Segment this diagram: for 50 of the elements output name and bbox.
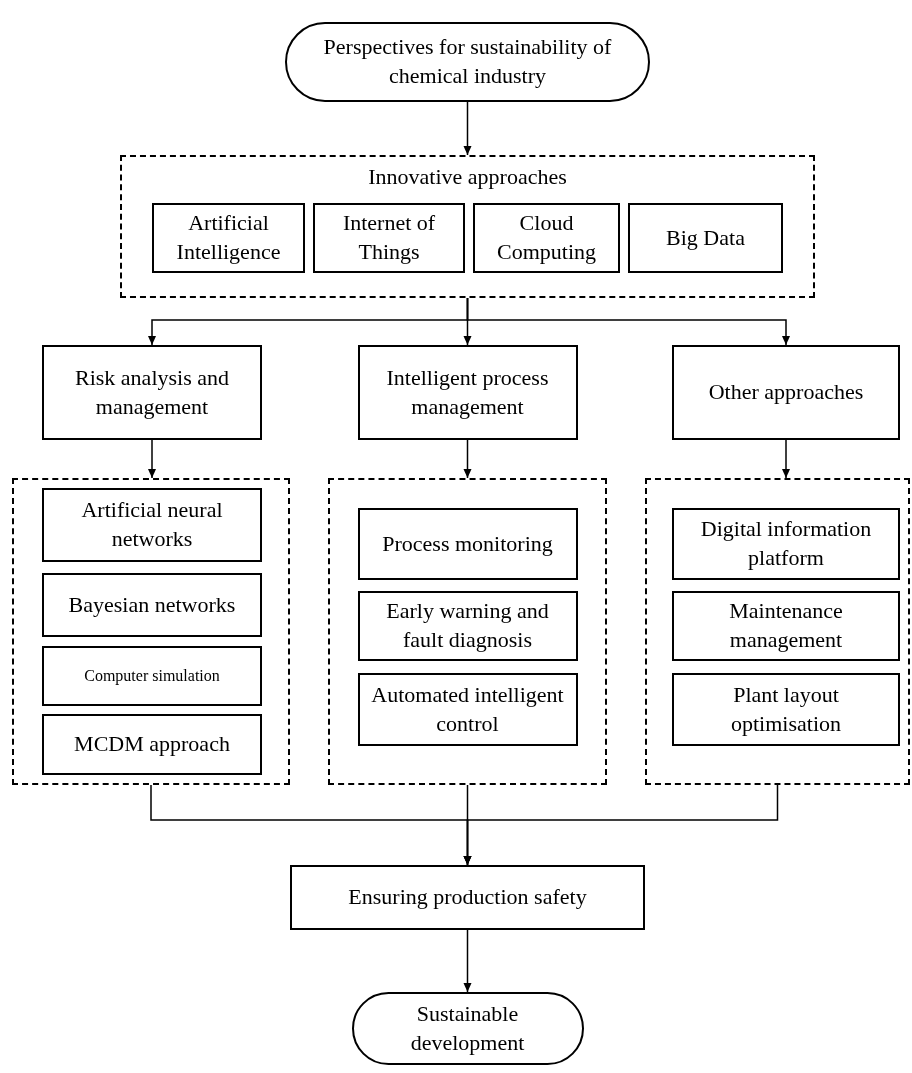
node-text: MCDM approach (73, 730, 231, 759)
process-box (42, 488, 262, 562)
group-box (120, 155, 815, 298)
process-box (290, 865, 645, 930)
process-box (357, 345, 578, 440)
arrow (148, 439, 156, 479)
process-box (672, 508, 900, 580)
process-box (473, 203, 620, 273)
node-text: Internet of Things (341, 209, 437, 266)
process-box (628, 203, 783, 273)
process-box (672, 673, 900, 746)
process-box (313, 203, 465, 273)
node-text: Ensuring production safety (347, 883, 588, 912)
arrow (466, 297, 790, 346)
arrow (782, 439, 790, 479)
process-box (672, 345, 900, 440)
node-text: Risk analysis and management (74, 363, 230, 421)
node-text: Maintenance management (728, 597, 844, 654)
node-text: Computer simulation (83, 665, 221, 687)
node-text: Other approaches (707, 378, 865, 407)
node-text: Cloud Computing (496, 209, 597, 266)
arrow (463, 439, 472, 479)
group-box (12, 478, 290, 785)
node-text: Digital information platform (699, 515, 873, 572)
node-text: Artificial Intelligence (175, 209, 282, 266)
process-box (42, 573, 262, 637)
process-box (42, 345, 262, 440)
node-text: Perspectives for sustainability of chemical industry (322, 33, 613, 90)
process-box (357, 508, 578, 580)
process-box (672, 591, 900, 661)
node-text: Automated intelligent control (370, 680, 565, 738)
process-box (357, 591, 578, 661)
process-box (42, 714, 262, 775)
arrow (463, 784, 779, 866)
group-box (328, 478, 607, 785)
node-text: Big Data (665, 223, 746, 252)
process-box (42, 646, 262, 706)
node-text: Artificial neural networks (80, 496, 224, 553)
node-text: Intelligent process management (385, 363, 550, 421)
node-text: Sustainable development (409, 999, 526, 1057)
group-box (645, 478, 910, 785)
node-text: Early warning and fault diagnosis (385, 597, 550, 654)
process-box (357, 673, 578, 746)
node-text: Process monitoring (381, 529, 554, 558)
node-text: Plant layout optimisation (730, 680, 842, 738)
node-text: Bayesian networks (67, 590, 237, 619)
arrow (463, 101, 472, 156)
arrow (463, 929, 472, 993)
process-box (152, 203, 305, 273)
group-title: Innovative approaches (367, 163, 568, 191)
